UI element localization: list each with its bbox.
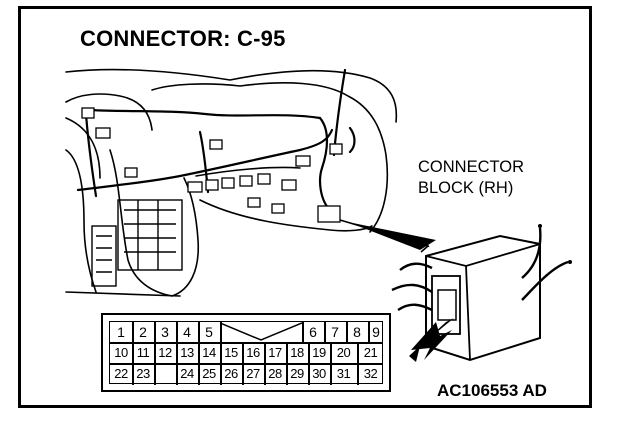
pin-10: 10 [114,345,128,360]
pin-19: 19 [312,345,326,360]
connector-block-label-line: CONNECTOR [418,158,525,176]
pin-6: 6 [309,324,317,340]
pin-29: 29 [290,366,304,381]
cell-divider [220,363,222,385]
pin-22: 22 [114,366,128,381]
pointer-arrow [411,322,452,360]
pin-16: 16 [246,345,260,360]
pin-26: 26 [224,366,238,381]
pin-2: 2 [139,324,147,340]
connector-block-label-line: BLOCK (RH) [418,179,514,197]
cell-divider [286,363,288,385]
relay-block [91,199,183,287]
pin-17: 17 [268,345,282,360]
cell-divider [132,342,134,363]
small-connectors [81,107,343,223]
pin-13: 13 [180,345,194,360]
cell-divider [154,363,156,385]
cell-divider [302,322,304,342]
cell-divider [357,363,359,385]
pin-12: 12 [158,345,172,360]
pin-8: 8 [353,324,361,340]
pin-27: 27 [246,366,260,381]
pin-18: 18 [290,345,304,360]
cell-divider [154,342,156,363]
pin-9: 9 [372,324,380,340]
pin-3: 3 [161,324,169,340]
cell-divider [132,363,134,385]
cell-divider [264,363,266,385]
pin-25: 25 [202,366,216,381]
row-divider [110,363,382,365]
pin-24: 24 [180,366,194,381]
leader-wedge [348,222,436,250]
pin-7: 7 [331,324,339,340]
cell-divider [198,363,200,385]
pin-14: 14 [202,345,216,360]
connector-block-label: CONNECTOR BLOCK (RH) [418,157,524,199]
cell-divider [242,363,244,385]
cell-divider [198,342,200,363]
cell-divider [198,322,200,342]
cell-divider [132,322,134,342]
cell-divider [346,322,348,342]
connector-pin-table: 1 2 3 4 5 6 7 8 9 10 11 12 13 14 15 16 1… [101,313,391,392]
connector-pin-grid: 1 2 3 4 5 6 7 8 9 10 11 12 13 14 15 16 1… [109,321,383,385]
cell-divider [324,322,326,342]
cell-divider [154,322,156,342]
cell-divider [357,342,359,363]
cell-divider [220,322,222,342]
pin-20: 20 [336,345,351,360]
key-notch [220,322,302,341]
cell-divider [330,342,332,363]
cell-divider [242,342,244,363]
cell-divider [308,342,310,363]
pin-4: 4 [183,324,191,340]
pin-30: 30 [312,366,326,381]
cell-divider [176,342,178,363]
pointer-arrow-shaft [409,318,454,362]
pin-28: 28 [268,366,282,381]
cell-divider [176,322,178,342]
cell-divider [286,342,288,363]
cell-divider [308,363,310,385]
pin-23: 23 [136,366,150,381]
pin-15: 15 [224,345,238,360]
connector-block-rh [391,224,572,362]
row-divider [110,342,382,344]
pin-11: 11 [136,345,150,360]
pin-5: 5 [205,324,213,340]
cell-divider [220,342,222,363]
pin-21: 21 [363,345,378,360]
cell-divider [368,322,370,342]
cell-divider [330,363,332,385]
page-title: CONNECTOR: C-95 [80,26,286,51]
cell-divider [264,342,266,363]
pin-31: 31 [336,366,351,381]
cell-divider [176,363,178,385]
pin-32: 32 [363,366,378,381]
figure-code: AC106553 AD [437,381,547,400]
pin-1: 1 [117,324,125,340]
